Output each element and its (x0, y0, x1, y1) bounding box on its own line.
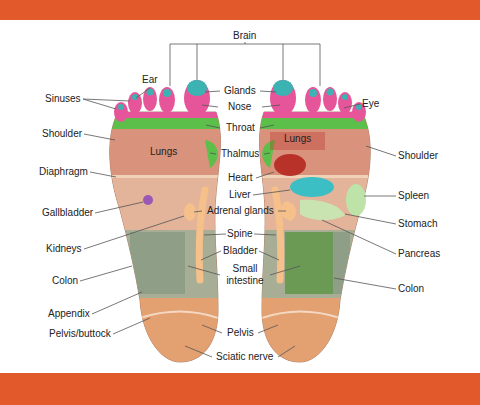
part-label: Brain (233, 30, 256, 42)
part-label: Spleen (398, 190, 429, 202)
left-foot (100, 80, 230, 368)
part-label: Sciatic nerve (216, 351, 273, 363)
part-label: Pelvis (227, 327, 254, 339)
part-label: Thalmus (221, 148, 259, 160)
part-label: Shoulder (398, 150, 438, 162)
leader-lines (80, 42, 396, 357)
part-label: Diaphragm (39, 166, 88, 178)
bottom-bar (0, 373, 480, 405)
part-label: Throat (226, 122, 255, 134)
part-label: Shoulder (42, 128, 82, 140)
colon-area (285, 232, 333, 294)
part-label: Nose (228, 101, 251, 113)
liver-area (290, 177, 334, 197)
part-label: Glands (224, 85, 256, 97)
part-label: Lungs (284, 133, 311, 145)
part-label: Spine (227, 228, 253, 240)
stomach-area (300, 200, 345, 220)
part-label: Lungs (150, 146, 177, 158)
part-label: Colon (398, 283, 424, 295)
part-label: Kidneys (46, 243, 82, 255)
heart-area (274, 154, 306, 176)
part-label: Pancreas (398, 248, 440, 260)
gallbladder-dot (143, 195, 153, 205)
top-bar (0, 0, 480, 20)
part-label: Bladder (223, 245, 257, 257)
part-label: Colon (52, 275, 78, 287)
part-label: Appendix (48, 308, 90, 320)
part-label: Eye (362, 98, 379, 110)
part-label: Sinuses (45, 93, 81, 105)
part-label: Ear (142, 74, 158, 86)
part-label: Small intestine (222, 263, 268, 287)
part-label: Pelvis/buttock (49, 328, 111, 340)
part-label: Adrenal glands (207, 205, 274, 217)
part-label: Liver (229, 189, 251, 201)
part-label: Heart (228, 172, 252, 184)
part-label: Stomach (398, 218, 437, 230)
part-label: Gallbladder (42, 207, 93, 219)
spleen-area (346, 184, 366, 216)
